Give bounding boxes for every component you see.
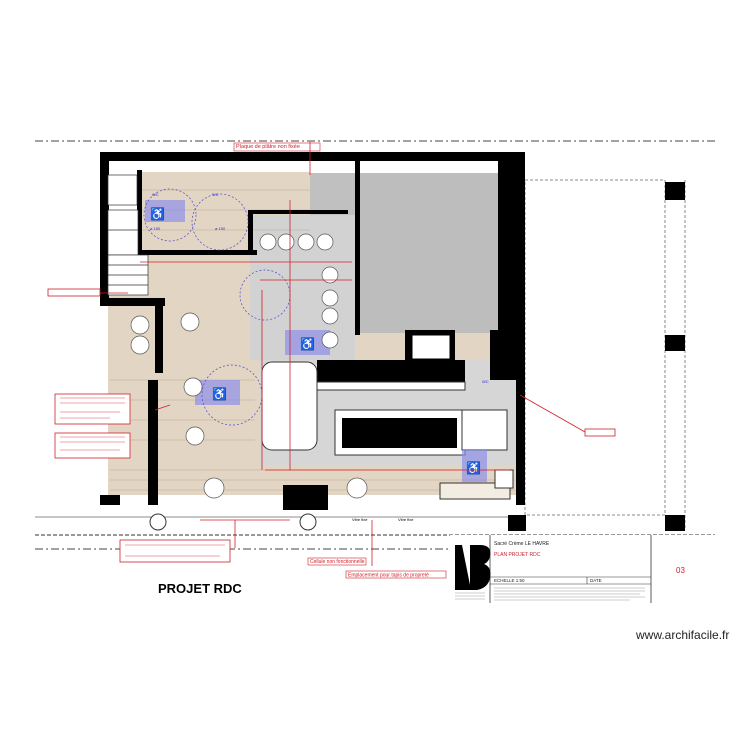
date-label: DATE xyxy=(590,578,602,583)
project-name: Sacré Crème LE HAVRE xyxy=(494,541,550,547)
accessible-zones xyxy=(145,200,487,482)
svg-text:♿: ♿ xyxy=(466,461,481,475)
note-top-box xyxy=(233,142,321,152)
grey-room-small xyxy=(310,173,355,215)
bar-display xyxy=(342,418,457,448)
plan-title: PROJET RDC xyxy=(158,581,242,596)
room-label-wc: WC xyxy=(482,379,489,384)
window-label: Vitre fixe xyxy=(398,517,414,522)
tree-symbol xyxy=(149,513,167,531)
svg-text:♿: ♿ xyxy=(300,337,315,351)
annotation-text-lines xyxy=(60,397,225,557)
bar-counter-right xyxy=(461,409,508,451)
turning-label: ø 150 xyxy=(150,226,161,231)
note-top: Plaque de plâtre non fixée xyxy=(236,144,300,150)
storage-room xyxy=(358,173,498,333)
note-cell: Cellule non fonctionnelle xyxy=(310,559,365,565)
atelier-logo xyxy=(455,545,491,590)
title-block xyxy=(450,535,715,603)
room-label-wc: WC xyxy=(212,192,219,197)
window-label: Vitre fixe xyxy=(352,517,368,522)
storage-label-box xyxy=(411,334,451,360)
watermark: www.archifacile.fr xyxy=(635,628,729,642)
entrance-mat xyxy=(439,482,511,500)
tree-symbol xyxy=(299,513,317,531)
wheelchair-icon: ♿ ♿ ♿ ♿ xyxy=(150,207,481,475)
dimension-lines xyxy=(100,142,586,566)
sheet-number: 03 xyxy=(676,566,685,575)
revolving-device xyxy=(494,469,514,489)
neighbour-zone xyxy=(524,179,666,516)
column xyxy=(508,515,526,531)
plan-name: PLAN PROJET RDC xyxy=(494,552,541,558)
turning-label: ø 150 xyxy=(215,226,226,231)
column xyxy=(665,335,685,351)
svg-text:♿: ♿ xyxy=(212,387,227,401)
scale-label: ECHELLE 1:50 xyxy=(494,578,525,583)
svg-text:♿: ♿ xyxy=(150,207,165,221)
note-cell-box xyxy=(307,557,367,566)
column xyxy=(665,515,685,531)
room-label-wc: WC xyxy=(152,192,159,197)
back-counter xyxy=(316,381,466,391)
bar-counter-left xyxy=(261,361,318,451)
note-mat: Emplacement pour tapis de propreté xyxy=(348,573,429,579)
note-mat-box xyxy=(345,570,447,579)
column xyxy=(665,182,685,200)
